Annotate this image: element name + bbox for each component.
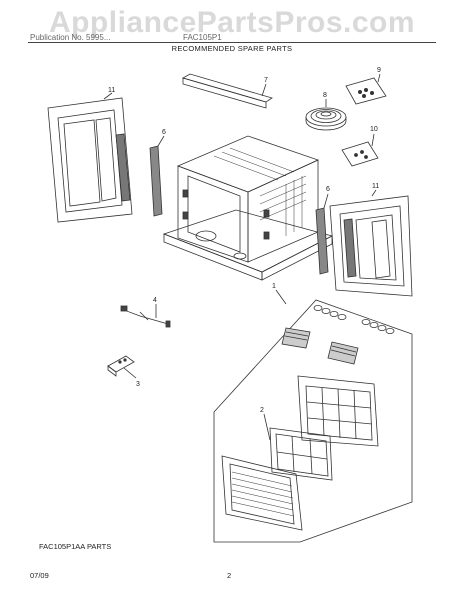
leader-3	[123, 367, 137, 379]
callout-11-right: 11	[372, 183, 379, 190]
leader-11-left	[103, 92, 113, 100]
callout-11-left: 11	[108, 87, 115, 94]
diagram-caption: FAC105P1AA PARTS	[39, 542, 112, 551]
leader-6-left	[157, 135, 165, 147]
part-1-front-panel	[221, 455, 303, 531]
part-8-coil	[305, 107, 347, 131]
footer-page-number: 2	[227, 571, 232, 580]
callout-2: 2	[260, 407, 264, 414]
part-6-right-strip	[315, 207, 329, 275]
callout-6-left: 6	[162, 129, 166, 136]
cabinet	[162, 135, 334, 281]
part-11-right-frame	[329, 195, 413, 297]
part-2-air-filter	[269, 427, 333, 481]
callout-1: 1	[272, 283, 276, 290]
part-11-left-frame	[47, 97, 133, 223]
leader-7	[261, 83, 267, 97]
page-subtitle: RECOMMENDED SPARE PARTS	[171, 44, 293, 53]
part-9-hardware-bag	[345, 77, 387, 105]
watermark: AppliancePartsPros.com	[48, 6, 416, 39]
part-7-bracket-bar	[181, 73, 273, 109]
callout-4: 4	[153, 297, 157, 304]
callout-10: 10	[370, 126, 378, 133]
part-4-thermistor	[120, 305, 171, 328]
part-10-hardware-bag	[341, 141, 379, 167]
callout-9: 9	[377, 67, 381, 74]
header-publication: Publication No. 5995...	[30, 33, 111, 42]
part-3-remote	[107, 355, 135, 377]
footer-date: 07/09	[30, 571, 49, 580]
leader-10	[371, 133, 375, 147]
part-6-left-strip	[149, 145, 163, 217]
callout-8: 8	[323, 92, 327, 99]
leader-1	[275, 289, 287, 305]
callout-6-right: 6	[326, 186, 330, 193]
part-1-louvres	[281, 327, 359, 365]
leader-11-right	[371, 189, 377, 197]
leader-2	[263, 413, 271, 441]
callout-3: 3	[136, 381, 140, 388]
header-rule	[28, 42, 436, 43]
leader-9	[377, 73, 381, 83]
part-1-control-knobs	[313, 304, 395, 334]
part-1-front-grille	[297, 375, 379, 447]
callout-7: 7	[264, 77, 268, 84]
header-model: FAC105P1	[183, 33, 222, 42]
part-1-group-box	[213, 299, 413, 543]
leader-6-right	[323, 193, 329, 209]
